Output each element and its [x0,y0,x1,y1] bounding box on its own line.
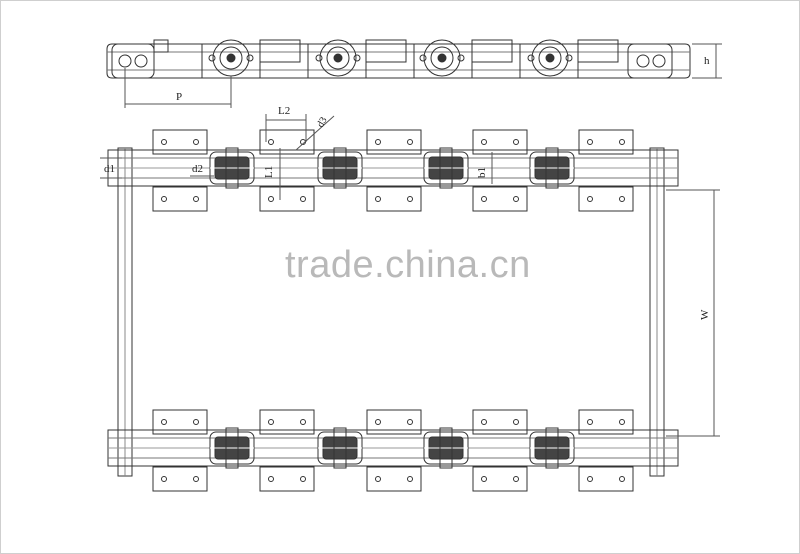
attachment-plate [259,466,315,492]
plate-hole [161,139,167,145]
attachment-plate [366,129,422,155]
end-link-right [627,43,673,79]
plate-hole [407,476,413,482]
attachment-plate [471,39,513,63]
plate-hole [193,196,199,202]
roller-side [519,39,579,79]
roller-hub [545,147,559,189]
attachment-plate [472,409,528,435]
label-l1: L1 [263,166,275,178]
label-l2: L2 [278,105,290,117]
attachment-plate [366,186,422,212]
roller-hub [439,147,453,189]
attachment-plate [366,466,422,492]
plate-hole [268,196,274,202]
plate-hole [481,139,487,145]
attachment-plate [578,129,634,155]
attachment-plate [366,409,422,435]
attachment-plate [152,409,208,435]
attachment-plate [578,186,634,212]
plate-hole [407,196,413,202]
attachment-plate [259,409,315,435]
attachment-plate [259,186,315,212]
plate-hole [587,196,593,202]
roller-side [307,39,367,79]
label-d1: d1 [104,163,115,175]
attachment-plate [472,129,528,155]
pin-hole [118,54,132,68]
plan-view [100,114,720,492]
attachment-plate [152,129,208,155]
plate-hole [161,419,167,425]
watermark-text: trade.china.cn [285,244,531,286]
roller-hub [225,147,239,189]
roller-side [201,39,261,79]
pin-hole [652,54,666,68]
attachment-plate [365,39,407,63]
label-h: h [704,55,710,67]
plate-hole [375,139,381,145]
roller-hub [333,147,347,189]
attachment-plate [259,39,301,63]
plate-hole [193,419,199,425]
plate-hole [161,196,167,202]
attachment-plate [472,466,528,492]
plate-hole [619,476,625,482]
attachment-plate [578,409,634,435]
end-link-left [111,43,155,79]
plate-hole [268,419,274,425]
plate-hole [193,476,199,482]
roller-hub [333,427,347,469]
plate-hole [193,139,199,145]
side-view-outline [106,43,691,79]
plate-hole [375,196,381,202]
plate-hole [619,196,625,202]
plate-hole [587,476,593,482]
attachment-plate [577,39,619,63]
plate-hole [375,419,381,425]
plate-hole [268,476,274,482]
label-b1: b1 [476,167,488,178]
attachment-plate [152,186,208,212]
plate-hole [513,419,519,425]
label-d2: d2 [192,163,203,175]
roller-hub [545,427,559,469]
plate-hole [619,419,625,425]
plate-hole [300,476,306,482]
plate-hole [407,419,413,425]
plate-hole [481,196,487,202]
plate-hole [513,139,519,145]
plate-hole [300,419,306,425]
dim-line-d3 [295,115,335,151]
label-d3: d3 [315,115,330,129]
plate-hole [407,139,413,145]
label-pitch: P [176,91,182,103]
roller-hub [225,427,239,469]
attachment-plate [472,186,528,212]
roller-side [413,39,473,79]
plate-hole [268,139,274,145]
attachment-plate [578,466,634,492]
attachment-tab [153,39,169,53]
pin-hole [636,54,650,68]
plate-hole [587,139,593,145]
pin-hole [134,54,148,68]
label-w: W [699,309,711,320]
plate-hole [587,419,593,425]
plate-hole [481,419,487,425]
roller-hub [439,427,453,469]
attachment-plate [152,466,208,492]
side-view [106,39,722,108]
plate-hole [513,196,519,202]
plate-hole [300,196,306,202]
attachment-plate [259,129,315,155]
plate-hole [161,476,167,482]
plate-hole [375,476,381,482]
plate-hole [513,476,519,482]
plate-hole [619,139,625,145]
plate-hole [481,476,487,482]
